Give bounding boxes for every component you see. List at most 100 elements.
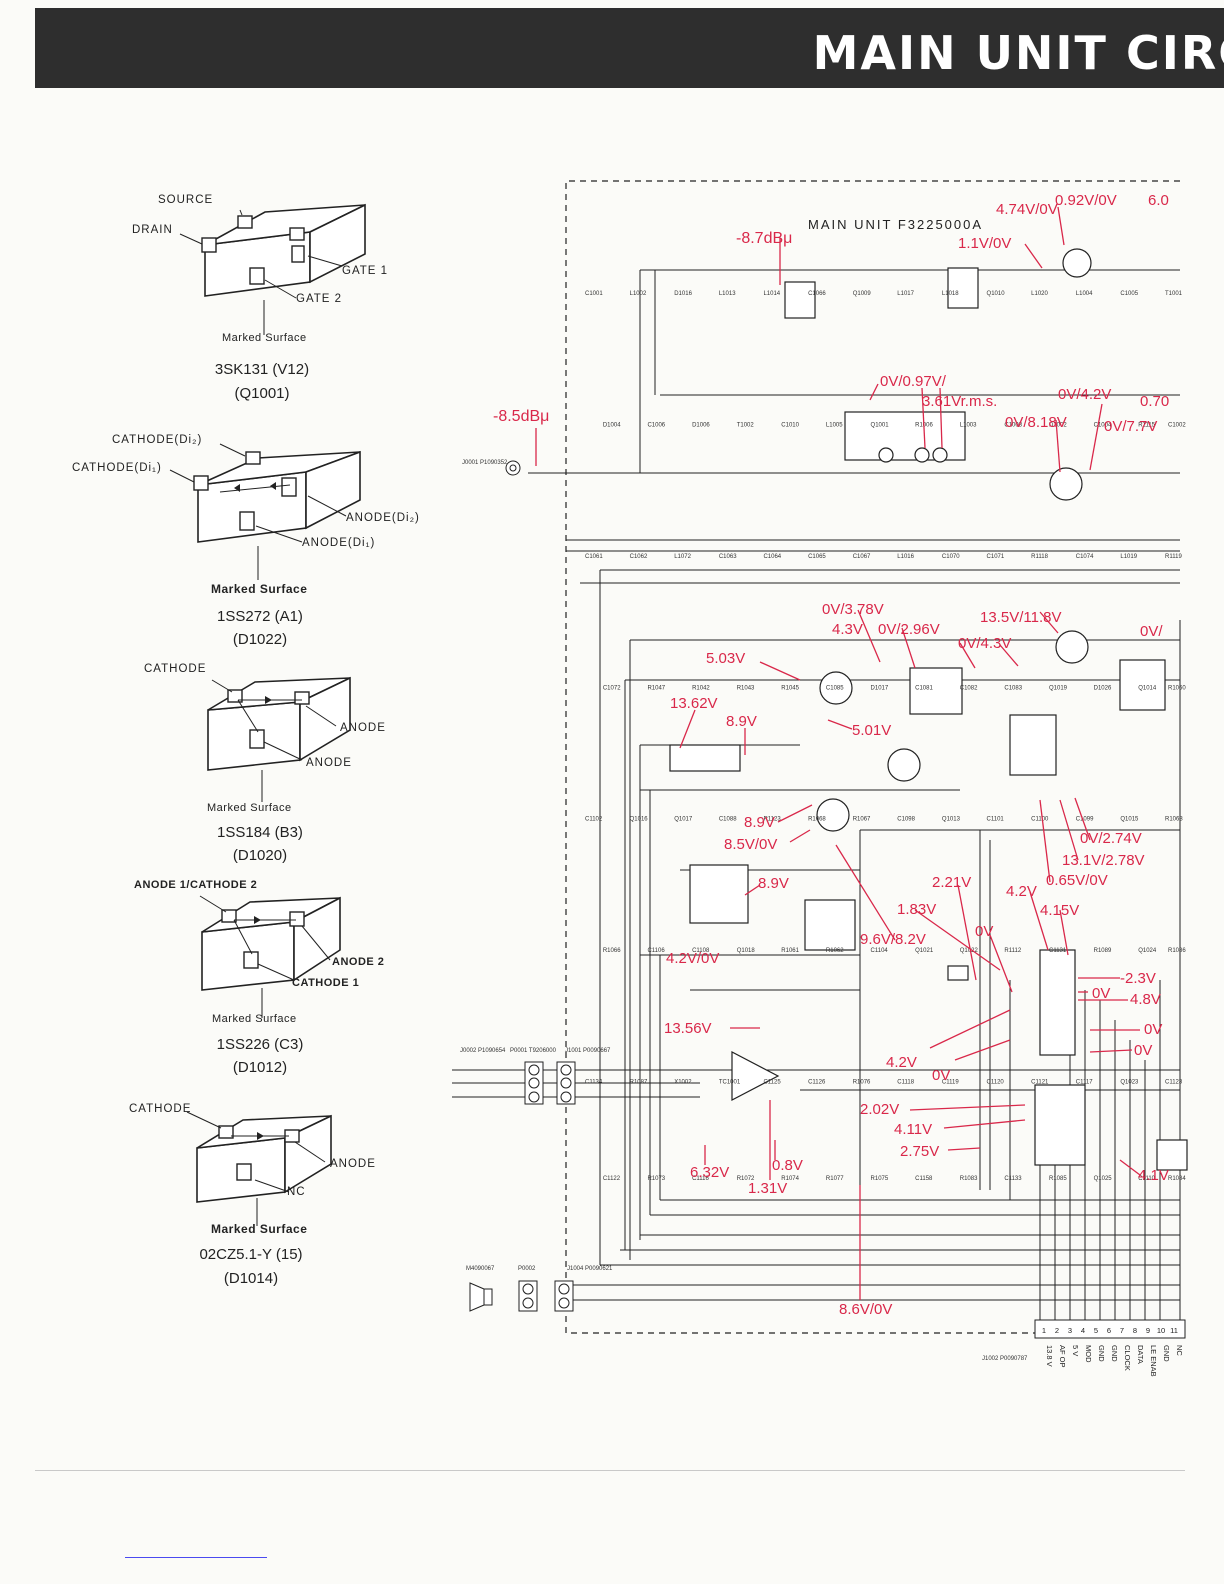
pin-label-anode-bottom: ANODE — [306, 757, 352, 769]
component-designator: TC1001 — [719, 1080, 741, 1086]
svg-text:J1004 P0090621: J1004 P0090621 — [567, 1266, 613, 1272]
component-designator: L1017 — [897, 291, 914, 297]
svg-text:4.2V: 4.2V — [1006, 883, 1037, 900]
component-designator: R1075 — [871, 1176, 889, 1182]
component-designator: C1121 — [1031, 1080, 1049, 1086]
package-3sk131: SOURCE DRAIN GATE 1 GATE 2 Marked Surfac… — [120, 190, 420, 410]
component-designator: C1005 — [1120, 291, 1138, 297]
marked-surface-label: Marked Surface — [212, 1013, 297, 1025]
component-designator: Q1025 — [1094, 1176, 1113, 1182]
component-designator: L1013 — [719, 291, 736, 297]
package-02cz51y: CATHODE ANODE NC Marked Surface 02CZ5.1-… — [125, 1098, 425, 1298]
package-1ss272: CATHODE(Di₂) CATHODE(Di₁) ANODE(Di₂) ANO… — [70, 430, 430, 650]
component-designator: R1063 — [1165, 817, 1183, 823]
component-designator: R1045 — [781, 685, 799, 691]
component-designator: Q1015 — [1120, 817, 1139, 823]
component-designator: C1002 — [1168, 422, 1186, 428]
svg-text:13.5V/11.8V: 13.5V/11.8V — [980, 609, 1061, 626]
component-designator: Q1016 — [630, 817, 649, 823]
svg-text:8.6V/0V: 8.6V/0V — [839, 1301, 892, 1318]
component-designator: D1016 — [674, 291, 692, 297]
component-designator: Q1018 — [737, 948, 756, 954]
svg-text:-2.3V: -2.3V — [1120, 970, 1156, 987]
component-designator: C1083 — [1004, 685, 1022, 691]
pin-label-anode-di2: ANODE(Di₂) — [346, 512, 420, 524]
component-designator: R1076 — [853, 1080, 871, 1086]
component-designator: Q1009 — [853, 291, 872, 297]
svg-text:-8.5dBμ: -8.5dBμ — [493, 408, 549, 425]
component-designator: C1106 — [647, 948, 665, 954]
svg-text:3.61Vr.m.s.: 3.61Vr.m.s. — [922, 393, 997, 410]
svg-text:2.21V: 2.21V — [932, 874, 971, 891]
component-designator: C1126 — [808, 1080, 826, 1086]
connector-pins — [469, 460, 1186, 1339]
component-designator: Q1024 — [1138, 948, 1157, 954]
package-1ss226: ANODE 1/CATHODE 2 ANODE 2 CATHODE 1 Mark… — [130, 876, 430, 1086]
svg-text:LE ENAB: LE ENAB — [1149, 1345, 1158, 1377]
svg-text:0V/7.7V: 0V/7.7V — [1104, 418, 1157, 435]
component-designator: R1042 — [692, 685, 710, 691]
component-designator: C1099 — [1076, 817, 1094, 823]
svg-text:P0001 T9206000: P0001 T9206000 — [510, 1048, 557, 1054]
component-designator: R1089 — [1094, 948, 1112, 954]
svg-text:8.9V: 8.9V — [744, 814, 775, 831]
component-designator: R1047 — [647, 685, 665, 691]
svg-text:GND: GND — [1097, 1345, 1106, 1362]
svg-text:5: 5 — [1094, 1326, 1098, 1335]
svg-text:0V/2.74V: 0V/2.74V — [1080, 830, 1142, 847]
pin-label-cathode-di2: CATHODE(Di₂) — [112, 434, 203, 446]
component-designator: R1112 — [1004, 948, 1021, 954]
svg-text:8: 8 — [1133, 1326, 1137, 1335]
svg-text:5 V: 5 V — [1071, 1345, 1080, 1356]
component-designator: Q1001 — [871, 422, 890, 428]
component-designator: R1084 — [1168, 1176, 1186, 1182]
component-designator: R1073 — [647, 1176, 665, 1182]
pin-label-drain: DRAIN — [132, 224, 173, 236]
svg-text:J0001 P1090352: J0001 P1090352 — [462, 460, 508, 466]
svg-text:0V/8.18V: 0V/8.18V — [1005, 414, 1067, 431]
component-designator: C1098 — [897, 817, 915, 823]
pin-label-gate-1: GATE 1 — [342, 265, 389, 277]
svg-text:1.1V/0V: 1.1V/0V — [958, 235, 1011, 252]
svg-text:J1001 P0090667: J1001 P0090667 — [565, 1048, 611, 1054]
component-designator: C1120 — [987, 1080, 1005, 1086]
part-ref: (D1014) — [223, 1270, 279, 1287]
component-designator: C1117 — [1076, 1080, 1093, 1086]
svg-text:4.2V/0V: 4.2V/0V — [666, 950, 719, 967]
component-designator: C1102 — [585, 817, 603, 823]
component-designator: Q1014 — [1138, 685, 1157, 691]
component-designator: C1082 — [960, 685, 978, 691]
component-designator: C1085 — [826, 685, 844, 691]
svg-text:3: 3 — [1068, 1326, 1072, 1335]
package-drawing — [186, 1111, 332, 1226]
pin-label-source: SOURCE — [158, 194, 214, 206]
component-designator: Q1022 — [960, 948, 979, 954]
svg-text:5.01V: 5.01V — [852, 722, 891, 739]
measurement-arrows — [535, 206, 1141, 1300]
component-designator: C1071 — [987, 554, 1005, 560]
pin-label-cathode: CATHODE — [144, 663, 207, 675]
svg-text:P0002: P0002 — [518, 1266, 536, 1272]
svg-text:0.92V/0V: 0.92V/0V — [1055, 192, 1117, 209]
svg-text:4.8V: 4.8V — [1130, 991, 1161, 1008]
measurement-labels: 4.74V/0V 0.92V/0V 6.0 1.1V/0V -8.7dBμ 0V… — [493, 192, 1169, 1318]
component-designator: C1100 — [1031, 817, 1049, 823]
component-designator: L1014 — [763, 291, 780, 297]
component-designator: C1118 — [897, 1080, 914, 1086]
component-designator: C1062 — [630, 554, 648, 560]
svg-text:0.8V: 0.8V — [772, 1157, 803, 1174]
svg-text:MOD: MOD — [1084, 1345, 1093, 1363]
component-designator: C1064 — [763, 554, 781, 560]
part-ref: (D1022) — [232, 631, 288, 648]
component-designator: C1119 — [942, 1080, 959, 1086]
package-1ss184: CATHODE ANODE ANODE Marked Surface 1SS18… — [120, 660, 420, 870]
marked-surface-label: Marked Surface — [207, 802, 292, 814]
pin-label-cathode-di1: CATHODE(Di₁) — [72, 462, 162, 474]
svg-text:0V: 0V — [932, 1067, 950, 1084]
svg-text:2.75V: 2.75V — [900, 1143, 939, 1160]
svg-text:7: 7 — [1120, 1326, 1124, 1335]
svg-text:4.1V: 4.1V — [1138, 1167, 1169, 1184]
svg-text:0V/2.96V: 0V/2.96V — [878, 621, 940, 638]
svg-text:0V/4.3V: 0V/4.3V — [958, 635, 1011, 652]
component-designator: T1001 — [1165, 291, 1183, 297]
